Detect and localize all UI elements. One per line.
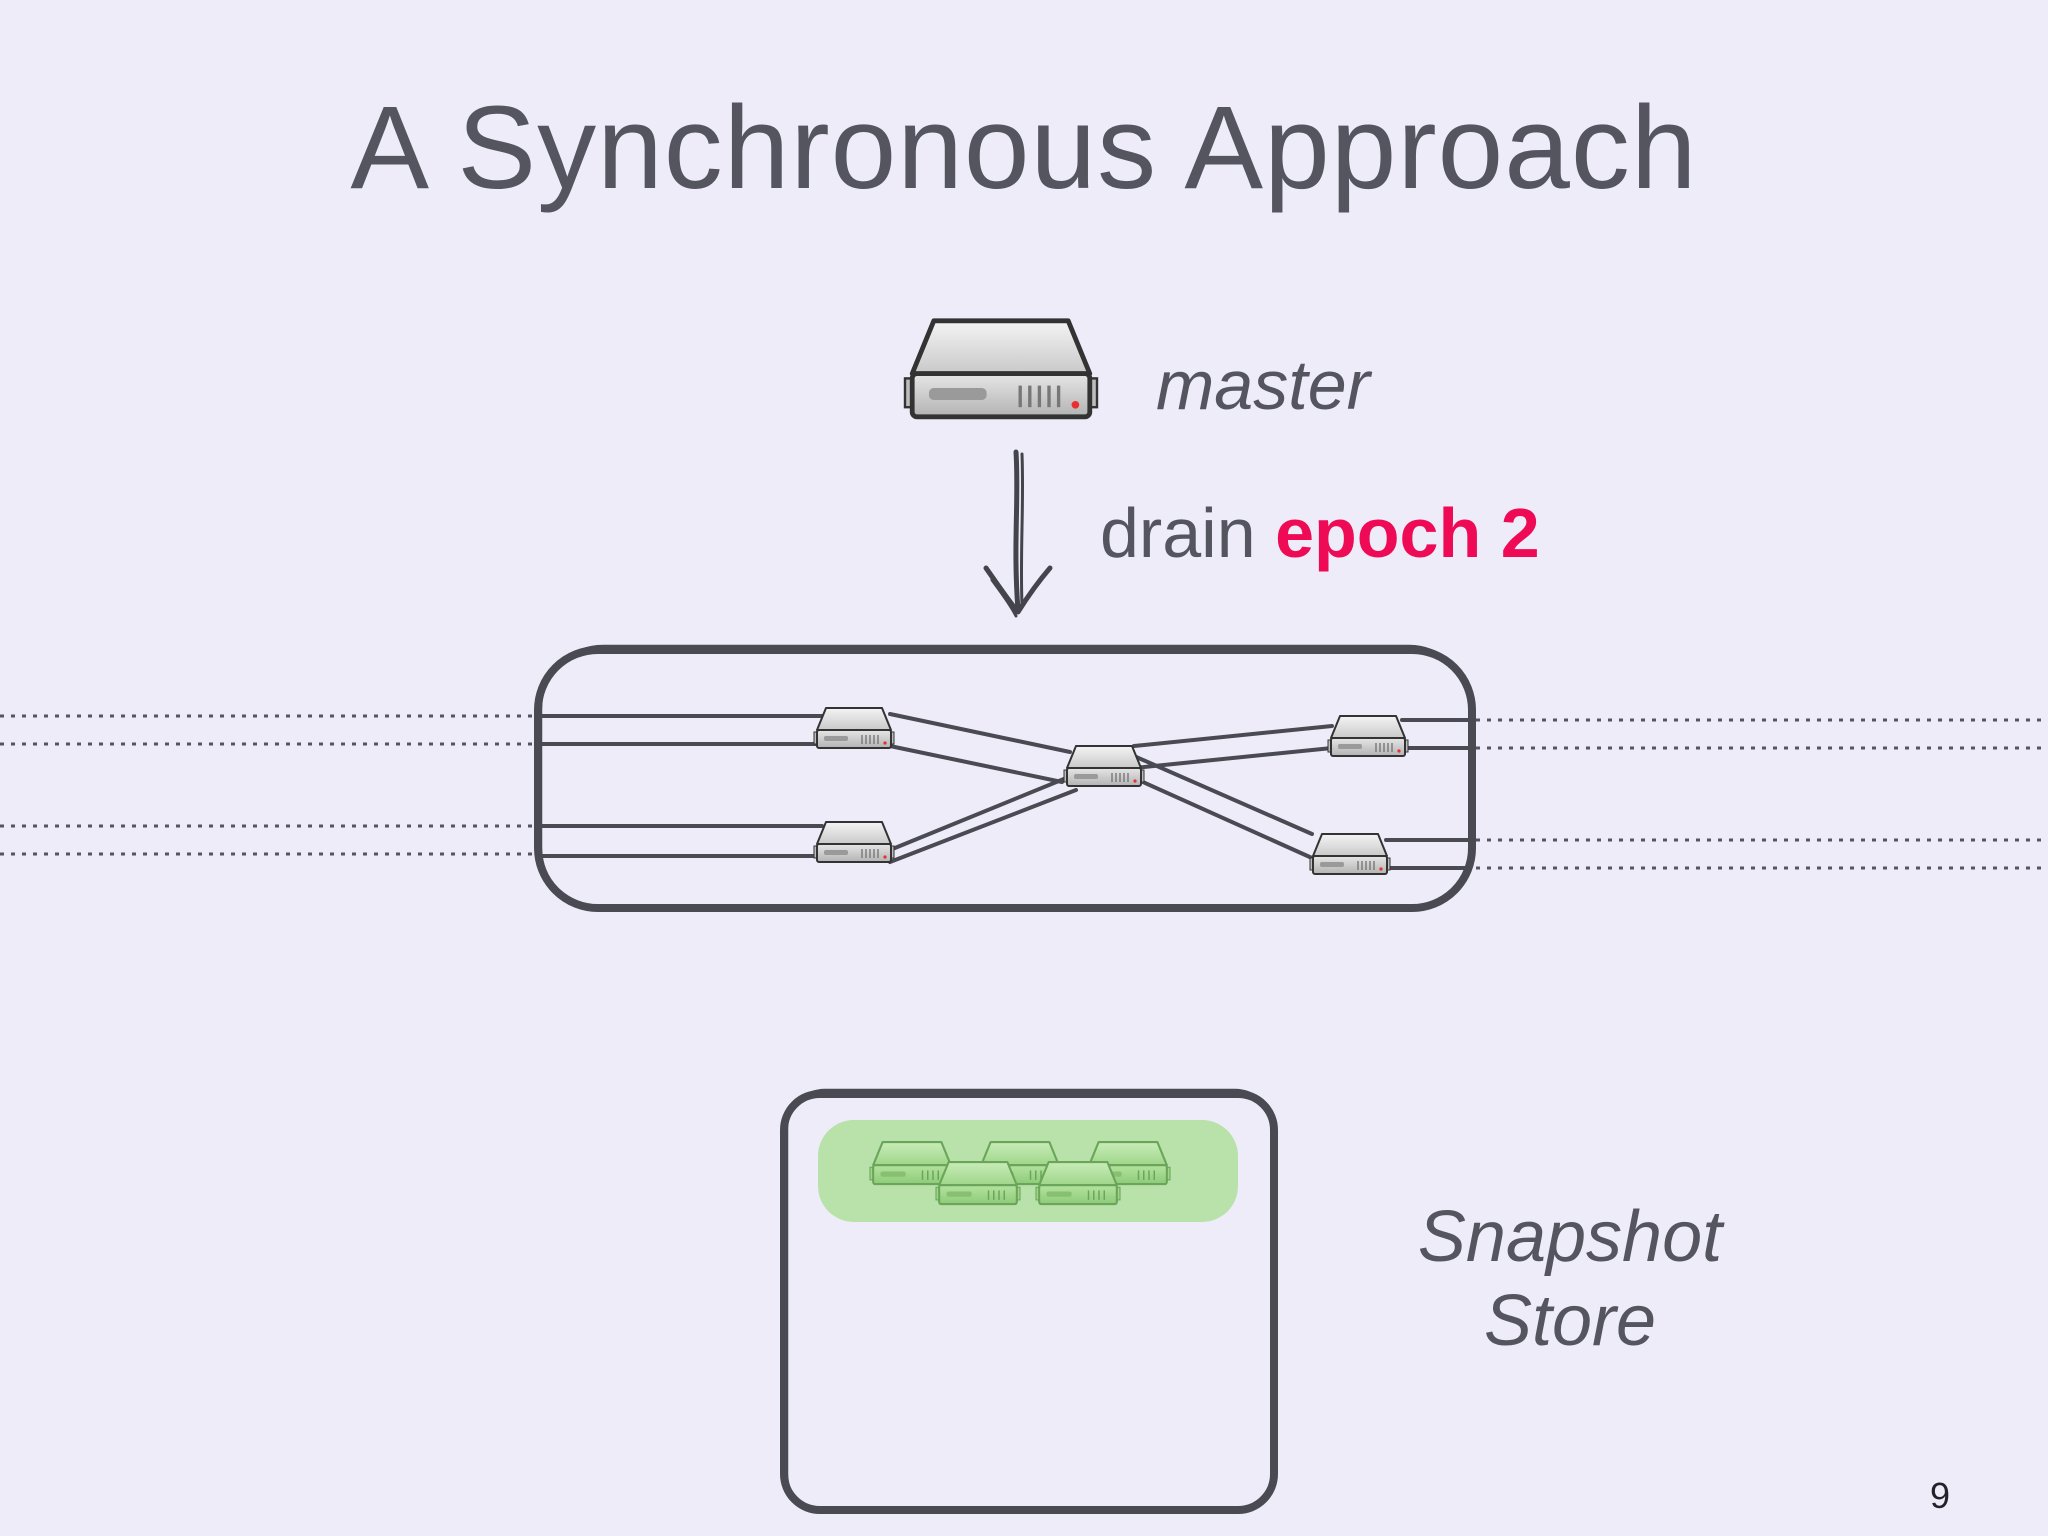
dataflow-cluster-box	[534, 644, 1476, 912]
drain-arrow	[983, 449, 1053, 618]
drain-label: drain epoch 2	[1100, 493, 1540, 573]
worker-server-icon	[813, 707, 895, 749]
worker-server-icon	[813, 821, 895, 863]
slide-title: A Synchronous Approach	[350, 82, 1698, 214]
snapshot-store-box	[780, 1088, 1278, 1514]
page-number: 9	[1930, 1475, 1951, 1516]
snapshot-store-label: Snapshot Store	[1360, 1195, 1780, 1363]
external-dotted-lines	[0, 714, 2048, 870]
master-label: master	[1156, 346, 1370, 424]
snapshot-server-icon	[1034, 1161, 1122, 1206]
worker-server-icon	[1063, 745, 1145, 787]
drain-verb: drain	[1100, 494, 1256, 572]
worker-server-icon	[1327, 715, 1409, 757]
snapshot-store-line1: Snapshot	[1417, 1197, 1723, 1277]
epoch-label: epoch 2	[1275, 494, 1540, 572]
master-server-icon	[905, 321, 1097, 417]
worker-server-icon	[1309, 833, 1391, 875]
snapshot-store-line2: Store	[1483, 1281, 1657, 1361]
cluster-connections	[538, 712, 1470, 870]
snapshot-server-icon	[934, 1161, 1022, 1206]
